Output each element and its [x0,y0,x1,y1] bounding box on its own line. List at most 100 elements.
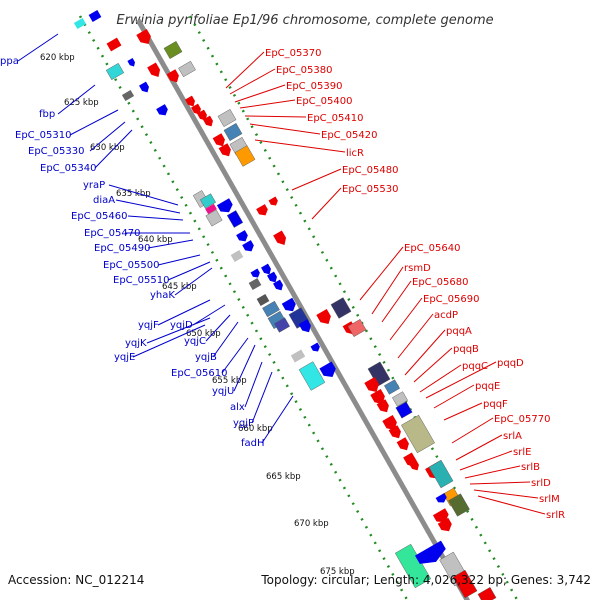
gene-block-5 [163,41,183,59]
gene-block-12 [156,104,168,116]
gene-block-7 [178,60,196,78]
gene-block-72 [448,493,470,517]
left-gene-label: EpC_05610 [171,368,227,379]
left-leader-line [244,361,263,408]
gene-block-50 [298,361,326,391]
right-gene-label: EpC_05530 [342,184,398,195]
gene-block-14 [185,95,195,107]
right-leader-line [451,417,494,444]
left-gene-label: EpC_05490 [94,243,150,254]
gene-block-45 [281,297,296,312]
gene-block-17 [203,115,213,127]
right-leader-line [469,481,531,485]
gene-block-41 [256,294,270,306]
right-leader-line [459,450,513,471]
gene-block-58 [370,388,385,405]
kbp-tick-label: 645 kbp [162,282,197,292]
left-gene-label: EpC_05510 [113,275,169,286]
right-gene-label: srlM [539,494,560,505]
left-gene-label: yqjF [138,320,159,331]
kbp-tick-label: 675 kbp [320,567,355,577]
right-gene-label: EpC_05420 [321,130,377,141]
gene-block-21 [234,145,256,167]
right-leader-line [254,139,346,153]
left-leader-line [261,395,294,444]
gene-block-42 [262,300,280,318]
gene-block-49 [310,342,320,352]
right-leader-line [249,123,321,135]
gene-block-15 [191,103,201,115]
gene-block-74 [432,508,449,523]
gene-block-64 [388,425,401,439]
right-leader-line [425,361,497,399]
right-gene-label: srlB [521,462,540,473]
left-leader-line [192,304,226,326]
right-leader-line [244,115,307,118]
right-leader-line [443,402,483,421]
left-leader-line [89,121,126,152]
gene-block-30 [256,204,268,216]
gene-block-28 [216,198,233,213]
gene-block-18 [217,109,237,127]
right-gene-label: pqqC [462,361,488,372]
left-gene-label: EpC_05460 [71,211,127,222]
right-leader-line [311,187,342,220]
gene-block-57 [364,376,379,393]
gene-block-4 [136,28,151,45]
right-leader-line [229,68,276,95]
left-leader-line [233,344,256,392]
kbp-tick-label: 660 kbp [238,424,273,434]
left-leader-line [251,371,273,424]
right-leader-line [239,99,296,109]
gene-block-52 [316,308,331,325]
kbp-tick-label: 640 kbp [138,235,173,245]
gene-block-65 [396,437,409,451]
right-gene-label: EpC_05480 [342,165,398,176]
right-leader-line [419,364,462,393]
gene-block-1 [73,17,87,30]
left-gene-label: yraP [83,180,105,191]
right-leader-line [359,246,404,301]
map-title: Erwinia pyrifoliae Ep1/96 chromosome, co… [116,13,493,28]
left-leader-line [115,199,181,214]
gene-block-77 [415,540,446,564]
left-gene-label: yqjC [184,336,206,347]
right-leader-line [413,347,453,383]
left-gene-label: yqjK [125,338,147,349]
left-gene-label: EpC_05500 [103,260,159,271]
gene-block-35 [230,250,244,262]
right-gene-label: EpC_05380 [276,65,332,76]
right-gene-label: srlR [546,510,565,521]
gene-block-13 [166,69,179,83]
right-gene-label: pqqB [453,344,479,355]
gene-block-29 [226,210,244,228]
right-leader-line [381,280,412,323]
right-gene-label: EpC_05770 [494,414,550,425]
gene-tracks [73,10,519,600]
left-gene-label: fbp [39,109,55,120]
right-gene-label: EpC_05370 [265,48,321,59]
gene-block-37 [261,263,271,275]
gene-block-56 [367,361,391,387]
gene-block-10 [121,89,135,102]
gene-block-40 [248,278,262,290]
right-leader-line [404,329,446,376]
left-gene-label: diaA [93,195,115,206]
gene-block-48 [290,349,306,363]
left-leader-line [132,324,206,358]
gene-block-51 [319,361,336,378]
kbp-tick-label: 630 kbp [90,143,125,153]
gene-block-60 [384,379,400,395]
gene-block-63 [382,414,397,431]
gene-block-34 [242,240,254,252]
right-gene-label: acdP [434,310,458,321]
outer-guide-line [188,15,519,600]
right-gene-labels: EpC_05370EpC_05380EpC_05390EpC_05400EpC_… [225,48,565,521]
right-leader-line [433,384,475,409]
topology-text: Topology: circular; Length: 4,026,322 bp… [261,573,591,587]
gene-block-31 [268,196,278,206]
left-leader-line [17,33,59,62]
right-gene-label: srlD [531,478,551,489]
left-leader-line [146,317,211,344]
left-gene-label: yhaK [150,290,175,301]
